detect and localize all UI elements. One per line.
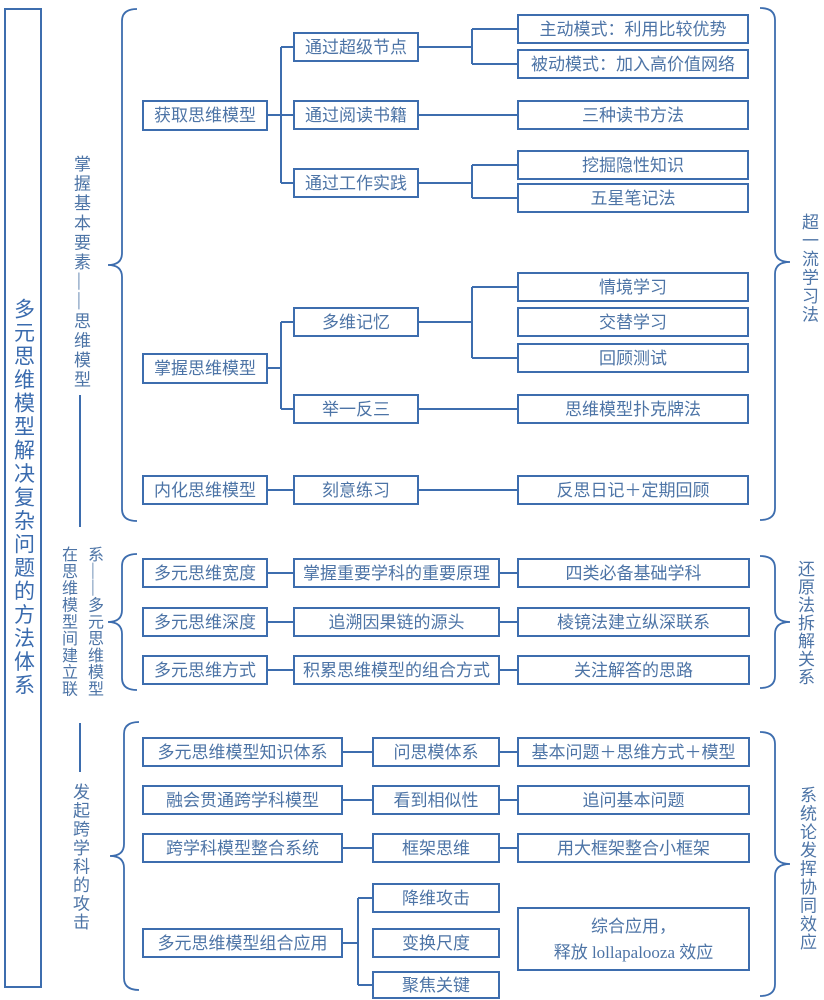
node-four-basic-subjects: 四类必备基础学科 (517, 558, 750, 588)
left-brace-section3 (109, 721, 140, 991)
node-thinking-breadth: 多元思维宽度 (142, 558, 268, 588)
node-reflection-journal-review: 反思日记＋定期回顾 (517, 475, 749, 505)
comprehensive-line1: 综合应用， (591, 916, 676, 936)
section1-stage-label: 掌握基本要素——思维模型 (71, 155, 90, 391)
node-frame-integration: 用大框架整合小框架 (517, 833, 750, 863)
left-braces (107, 8, 140, 991)
node-via-work-practice: 通过工作实践 (293, 168, 419, 198)
node-via-reading-books: 通过阅读书籍 (293, 100, 419, 130)
node-thinking-mode: 多元思维方式 (142, 655, 268, 685)
node-three-reading-methods: 三种读书方法 (517, 100, 749, 130)
main-title-box: 多元思维模型解决复杂问题的方法体系 (4, 8, 42, 988)
node-situational-learning: 情境学习 (517, 272, 749, 302)
node-comprehensive-application: 综合应用， 释放 lollapalooza 效应 (517, 907, 750, 971)
node-internalize-thinking-models: 内化思维模型 (142, 475, 268, 505)
node-deliberate-practice: 刻意练习 (293, 475, 419, 505)
section2-method-label: 还原法拆解关系 (795, 560, 814, 686)
node-ask-basic-questions: 追问基本问题 (517, 785, 750, 815)
node-scale-shift: 变换尺度 (372, 928, 500, 958)
comprehensive-line2: 释放 lollapalooza 效应 (553, 942, 714, 962)
right-brace-section1 (759, 7, 791, 521)
node-prism-method: 棱镜法建立纵深联系 (517, 607, 750, 637)
right-brace-section3 (759, 731, 791, 997)
section3-method-label: 系统论发挥协同效应 (797, 786, 816, 952)
node-ask-think-model-system: 问思模体系 (372, 737, 500, 767)
node-multi-dim-memory: 多维记忆 (293, 307, 419, 337)
section2-stage-label: 在思维模型间建立联系——多元思维模型 (59, 546, 102, 698)
node-basic-question-formula: 基本问题＋思维方式＋模型 (517, 737, 750, 767)
node-combined-application: 多元思维模型组合应用 (142, 928, 343, 958)
node-interleaved-learning: 交替学习 (517, 307, 749, 337)
node-see-similarity: 看到相似性 (372, 785, 500, 815)
node-passive-mode: 被动模式：加入高价值网络 (517, 49, 749, 79)
node-knowledge-system: 多元思维模型知识体系 (142, 737, 343, 767)
node-thinking-depth: 多元思维深度 (142, 607, 268, 637)
node-model-poker-method: 思维模型扑克牌法 (517, 394, 749, 424)
main-title: 多元思维模型解决复杂问题的方法体系 (11, 298, 36, 698)
section3-stage-label: 发起跨学科的攻击 (70, 783, 89, 932)
right-braces (759, 7, 791, 997)
node-focus-key: 聚焦关键 (372, 971, 500, 999)
node-active-mode: 主动模式：利用比较优势 (517, 14, 749, 44)
node-model-combinations: 积累思维模型的组合方式 (293, 655, 500, 685)
node-dimension-attack: 降维攻击 (372, 883, 500, 913)
node-retrieval-testing: 回顾测试 (517, 343, 749, 373)
node-integrate-cross-models: 融会贯通跨学科模型 (142, 785, 343, 815)
node-framework-thinking: 框架思维 (372, 833, 500, 863)
right-brace-section2 (759, 555, 791, 689)
node-master-thinking-models: 掌握思维模型 (142, 353, 268, 384)
section2-connectors (266, 572, 520, 671)
node-acquire-thinking-models: 获取思维模型 (142, 100, 268, 131)
node-extrapolation: 举一反三 (293, 394, 419, 424)
left-brace-section2 (107, 553, 138, 691)
node-integration-system: 跨学科模型整合系统 (142, 833, 343, 863)
section1-connectors (266, 28, 520, 491)
node-mine-tacit-knowledge: 挖掘隐性知识 (517, 150, 749, 180)
node-key-principles: 掌握重要学科的重要原理 (293, 558, 500, 588)
left-brace-section1 (107, 8, 138, 522)
node-via-super-nodes: 通过超级节点 (293, 32, 419, 62)
node-solution-approach: 关注解答的思路 (517, 655, 750, 685)
node-five-star-notes: 五星笔记法 (517, 183, 749, 213)
section1-method-label: 超一流学习法 (799, 213, 818, 324)
node-causal-chain-source: 追溯因果链的源头 (293, 607, 500, 637)
